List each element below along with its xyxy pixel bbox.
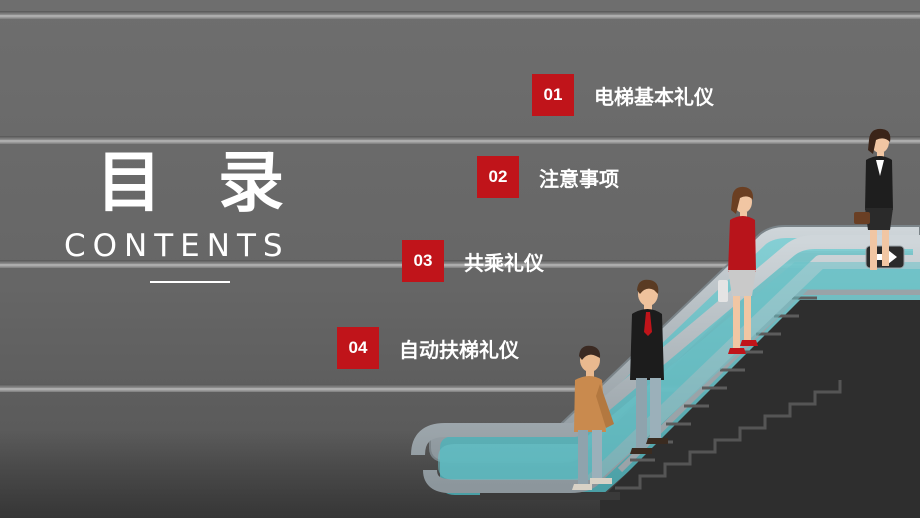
- toc-number-badge: 03: [402, 240, 444, 282]
- toc-number-badge: 04: [337, 327, 379, 369]
- title-divider: [150, 281, 230, 283]
- toc-item-label: 自动扶梯礼仪: [399, 337, 519, 362]
- person-red-blazer: [718, 186, 758, 354]
- toc-item-label: 注意事项: [539, 166, 619, 191]
- wall-stripe: [0, 260, 920, 268]
- wall-stripe: [0, 384, 920, 392]
- toc-number-badge: 01: [532, 74, 574, 116]
- toc-item-label: 电梯基本礼仪: [594, 84, 714, 109]
- escalator-front-rail: [411, 235, 920, 493]
- wall-stripe: [0, 11, 920, 19]
- toc-number-badge: 02: [477, 156, 519, 198]
- page-subtitle: CONTENTS: [64, 228, 290, 264]
- person-black-suit: [630, 279, 668, 454]
- toc-item-label: 共乘礼仪: [464, 250, 544, 275]
- toc-item-2[interactable]: 02 注意事项: [477, 156, 619, 198]
- wall-stripe: [0, 136, 920, 144]
- person-brown-jacket: [572, 345, 614, 490]
- toc-item-3[interactable]: 03 共乘礼仪: [402, 240, 544, 282]
- toc-item-1[interactable]: 01 电梯基本礼仪: [532, 74, 714, 116]
- toc-item-4[interactable]: 04 自动扶梯礼仪: [337, 327, 519, 369]
- person-black-blazer: [854, 128, 893, 270]
- page-title: 目录: [96, 144, 340, 221]
